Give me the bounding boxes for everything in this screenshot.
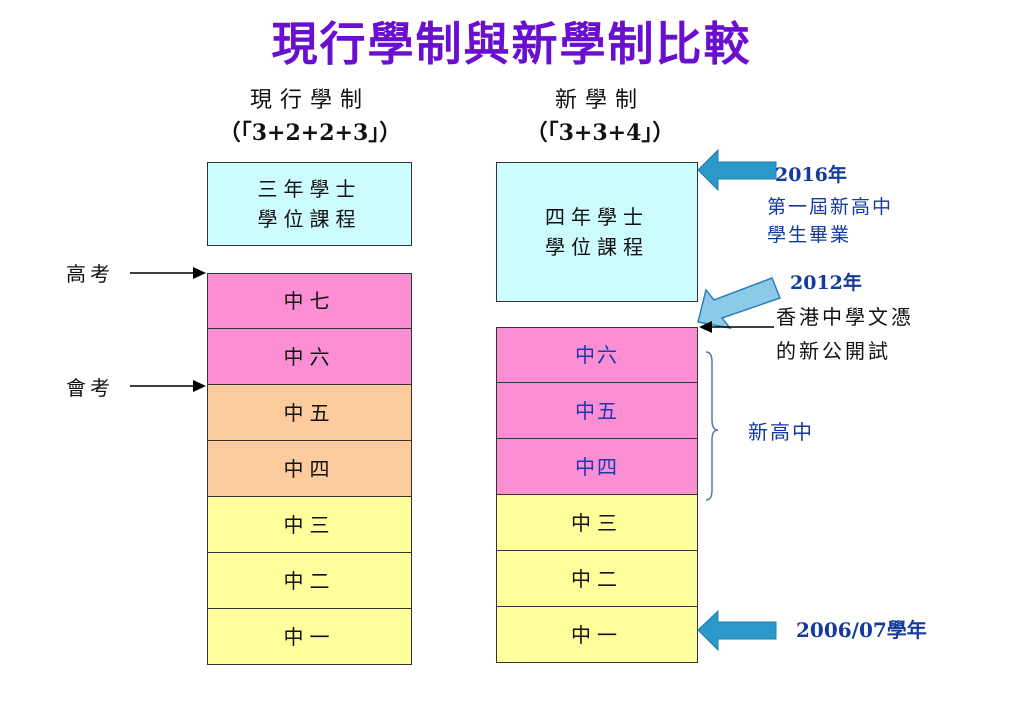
current-form-5: 中五	[207, 385, 412, 441]
new-form-1: 中一	[496, 607, 698, 663]
current-system-heading: 現行學制 （「3+2+2+3」）	[190, 85, 430, 149]
current-form-1: 中一	[207, 609, 412, 665]
arrow-2016-icon	[697, 148, 777, 192]
new-university-box: 四年學士 學位課程	[496, 162, 698, 302]
current-form-3: 中三	[207, 497, 412, 553]
new-form-3: 中三	[496, 495, 698, 551]
current-form-6: 中六	[207, 329, 412, 385]
arrow-2012-icon	[697, 277, 781, 330]
arrow-2006-icon	[697, 609, 777, 652]
note-2006-text: 2006/07學年	[796, 618, 927, 642]
current-system-name: 現行學制	[249, 88, 370, 113]
new-senior-secondary-label: 新高中	[748, 420, 814, 444]
current-form-4: 中四	[207, 441, 412, 497]
new-system-heading: 新學制 （「3+3+4」）	[480, 85, 720, 149]
current-university-box: 三年學士 學位課程	[207, 162, 412, 246]
note-2016-year: 2016年	[775, 164, 847, 186]
alevel-arrow-head	[193, 267, 206, 279]
current-forms-column: 中七 中六 中五 中四 中三 中二 中一	[207, 273, 412, 665]
senior-secondary-brace	[705, 351, 719, 501]
current-form-7: 中七	[207, 273, 412, 329]
new-form-6: 中六	[496, 327, 698, 383]
current-system-formula: （「3+2+2+3」）	[218, 120, 402, 146]
new-system-name: 新學制	[554, 88, 645, 113]
page-title: 現行學制與新學制比較	[271, 17, 752, 71]
celevel-exam-label: 會考	[66, 376, 114, 400]
new-form-2: 中二	[496, 551, 698, 607]
new-form-4: 中四	[496, 439, 698, 495]
note-2012-year: 2012年	[790, 272, 862, 294]
note-2016-text: 第一屆新高中 學生畢業	[767, 196, 894, 246]
current-form-2: 中二	[207, 553, 412, 609]
new-system-formula: （「3+3+4」）	[525, 120, 675, 146]
new-form-5: 中五	[496, 383, 698, 439]
exam-pointer-head	[699, 321, 712, 333]
new-forms-column: 中六 中五 中四 中三 中二 中一	[496, 327, 698, 663]
alevel-exam-label: 高考	[66, 262, 114, 286]
celevel-arrow-head	[193, 380, 206, 392]
note-2012-text: 香港中學文憑 的新公開試	[776, 305, 914, 363]
